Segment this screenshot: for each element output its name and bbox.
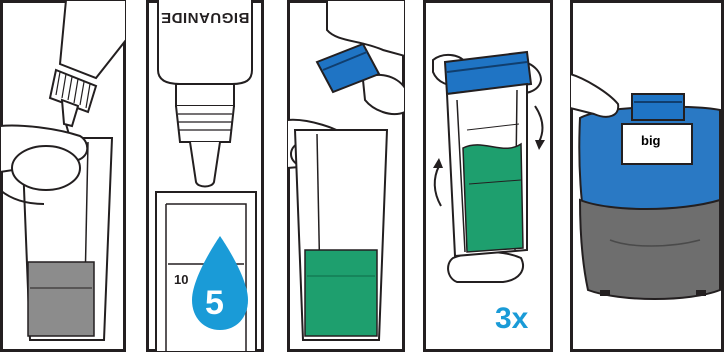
step-4-panel: 3x xyxy=(423,0,553,352)
hand-icon xyxy=(570,74,618,117)
step-5-illustration xyxy=(570,0,724,352)
step-2-panel: BIGUANIDE 10 5 xyxy=(146,0,264,352)
step-1-illustration xyxy=(0,0,126,352)
step-4-illustration xyxy=(423,0,553,352)
vial-fill-mark: 10 xyxy=(174,272,188,287)
vial-icon xyxy=(447,84,527,256)
step-1-panel xyxy=(0,0,126,352)
reagent-label: BIGUANIDE xyxy=(146,9,264,26)
vial-icon xyxy=(295,130,387,340)
step-3-illustration xyxy=(287,0,405,352)
repeat-count: 3x xyxy=(495,302,528,336)
step-3-panel xyxy=(287,0,405,352)
step-5-panel: big xyxy=(570,0,724,352)
reagent-bottle-icon xyxy=(158,0,252,187)
cap-icon xyxy=(632,94,684,120)
dropper-icon xyxy=(50,0,126,138)
drop-count: 5 xyxy=(205,284,224,323)
display-text: big xyxy=(641,133,661,148)
